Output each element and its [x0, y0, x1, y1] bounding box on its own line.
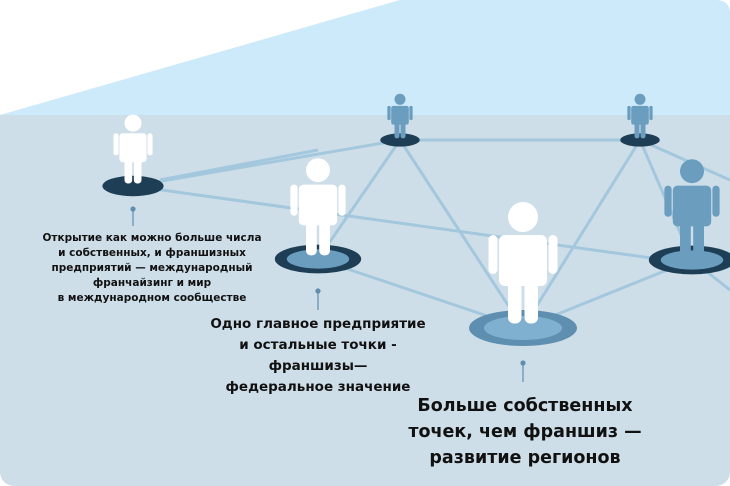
caption-line: и остальные точки -: [239, 337, 397, 353]
node-disc-inner: [484, 316, 562, 340]
caption-line: Открытие как можно больше числа: [42, 232, 262, 244]
sky: [0, 0, 730, 115]
node-disc: [620, 133, 660, 147]
node-disc-inner: [286, 249, 350, 269]
node-disc: [380, 133, 420, 147]
caption-line: федеральное значение: [225, 379, 411, 395]
caption-line: франчайзинг и мир: [92, 277, 212, 289]
person-icon: [387, 93, 413, 139]
caption-line: в международном сообществе: [57, 292, 247, 304]
sky-corner: [0, 0, 400, 115]
node-disc-inner: [660, 250, 724, 270]
caption-line: франшизы—: [268, 358, 368, 374]
person-icon: [627, 93, 653, 139]
person-icon: [113, 114, 153, 184]
caption-line: точек, чем франшиз —: [408, 422, 642, 442]
caption-regional: Больше собственных точек, чем франшиз — …: [400, 393, 650, 471]
caption-line: Одно главное предприятие: [210, 316, 426, 332]
person-node: [380, 93, 420, 147]
pointer-lines: [130, 206, 526, 382]
caption-line: и собственных, и франшизных: [58, 247, 246, 259]
person-icon: [664, 159, 720, 257]
caption-international: Открытие как можно больше числа и собств…: [22, 231, 282, 306]
caption-line: развитие регионов: [429, 448, 621, 468]
person-icon: [290, 158, 346, 256]
person-node: [274, 158, 362, 274]
caption-line: предприятий — международный: [51, 262, 253, 274]
node-disc: [102, 175, 164, 197]
caption-line: Больше собственных: [417, 396, 633, 416]
caption-federal: Одно главное предприятие и остальные точ…: [200, 314, 436, 398]
person-node: [469, 202, 577, 346]
person-node: [102, 114, 164, 197]
person-node: [620, 93, 660, 147]
person-icon: [488, 202, 558, 324]
person-node: [648, 159, 730, 275]
